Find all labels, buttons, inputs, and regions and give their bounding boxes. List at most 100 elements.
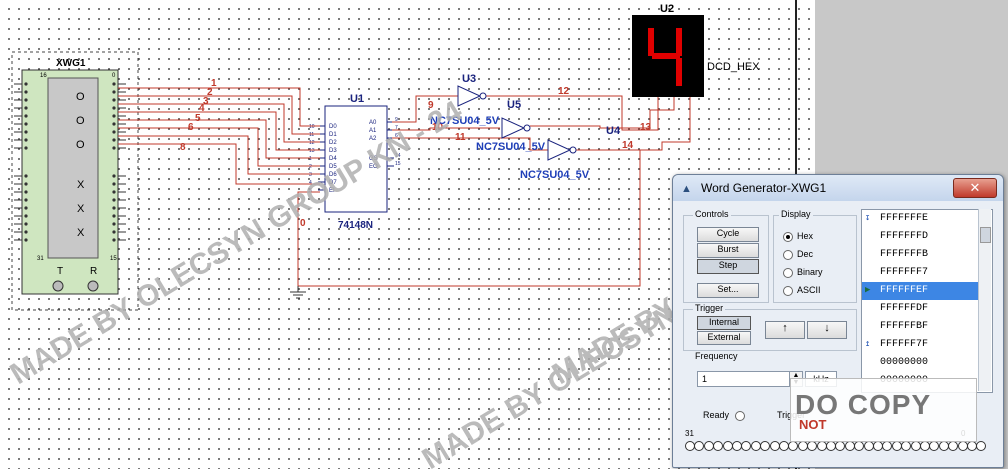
net-label: 10 [432, 122, 444, 133]
u4-part: NC7SU04_5V [520, 169, 590, 181]
xwg1-pin-dot [112, 206, 116, 210]
u1-output-pin-number: 15 [395, 161, 401, 167]
xwg1-pin-dot [24, 82, 28, 86]
word-row[interactable]: 00000000 [862, 354, 978, 372]
u5-inverter[interactable] [501, 117, 526, 139]
bit-indicator [854, 441, 865, 451]
step-button[interactable]: Step [697, 259, 759, 274]
rising-edge-icon[interactable]: ↑ [765, 321, 805, 339]
start-marker-icon: ↧ [865, 213, 871, 223]
net-label: 5 [195, 113, 201, 124]
bit-indicators [685, 441, 991, 455]
xwg1-pin-dot [112, 222, 116, 226]
window-titlebar[interactable]: ▲ Word Generator-XWG1 ✕ [673, 175, 1003, 201]
word-value: FFFFFFFE [880, 213, 929, 224]
xwg1-pin-dot [112, 138, 116, 142]
cycle-button[interactable]: Cycle [697, 227, 759, 242]
xwg1-label: XWG1 [56, 58, 86, 69]
u1-input-pin-number: 11 [309, 132, 314, 138]
word-value: FFFFFFF7 [880, 267, 929, 278]
u1-input-label: D5 [329, 164, 337, 170]
u1-part: 74148N [338, 220, 373, 231]
dec-label: Dec [797, 249, 814, 259]
word-row[interactable]: ▶FFFFFFEF [862, 282, 978, 300]
xwg1-pin-dot [24, 198, 28, 202]
display-label: Display [779, 209, 813, 219]
word-value: 00000000 [880, 357, 929, 368]
u1-input-pin-number: 10 [309, 124, 315, 130]
net-label: 14 [622, 140, 634, 151]
xwg1-trigger-terminal[interactable] [52, 280, 64, 292]
net-label: 2 [207, 87, 213, 98]
word-row[interactable]: ↥FFFFFF7F [862, 336, 978, 354]
u4-inverter[interactable] [547, 139, 572, 161]
xwg1-t-label: T [57, 266, 63, 277]
dec-radio[interactable] [783, 250, 793, 260]
xwg1-x-mark: X [77, 227, 85, 239]
u1-input-label: D1 [329, 132, 337, 138]
xwg1-pin-dot [112, 90, 116, 94]
hex-label: Hex [797, 231, 814, 241]
u1-output-label: A1 [369, 128, 377, 134]
bit-indicator [929, 441, 940, 451]
xwg1-pin-dot [112, 214, 116, 218]
scrollbar-thumb[interactable] [980, 227, 991, 243]
bit-indicator [788, 441, 799, 451]
net-label: 9 [428, 100, 434, 111]
xwg1-pin-dot [112, 190, 116, 194]
u1-input-label: EI [329, 188, 335, 194]
frequency-input[interactable]: 1 [697, 371, 793, 387]
net-label: 4 [199, 103, 205, 114]
u1-input-pin-number: 5 [309, 188, 312, 194]
xwg1-pin-dot [112, 238, 116, 242]
xwg1-o-mark: O [76, 91, 85, 103]
word-row[interactable]: FFFFFFFD [862, 228, 978, 246]
xwg1-pin-dot [24, 106, 28, 110]
net-label: 13 [640, 122, 652, 133]
bit-indicator [976, 441, 987, 451]
binary-radio[interactable] [783, 268, 793, 278]
word-row[interactable]: FFFFFFF7 [862, 264, 978, 282]
window-title: Word Generator-XWG1 [701, 181, 827, 195]
word-row[interactable]: ↧ FFFFFFFE [862, 210, 978, 228]
word-row[interactable]: FFFFFFDF [862, 300, 978, 318]
ready-label: Ready [703, 410, 730, 420]
u3-inverter[interactable] [457, 85, 482, 107]
xwg1-ready-terminal[interactable] [87, 280, 99, 292]
external-trigger-button[interactable]: External [697, 331, 751, 345]
u1-input-label: D2 [329, 140, 337, 146]
xwg1-pin-dot [112, 146, 116, 150]
net-label: 11 [455, 132, 466, 143]
u1-input-label: D4 [329, 156, 337, 162]
current-word-icon: ▶ [865, 285, 871, 295]
xwg1-pin-dot [24, 146, 28, 150]
u1-output-label: A0 [369, 120, 377, 126]
word-list-scrollbar[interactable] [978, 209, 991, 391]
ascii-radio[interactable] [783, 286, 793, 296]
word-row[interactable]: FFFFFFFB [862, 246, 978, 264]
xwg1-pin-dot [24, 114, 28, 118]
xwg1-pin-dot [24, 190, 28, 194]
word-value: FFFFFFFB [880, 249, 929, 260]
bit-label-31: 31 [685, 429, 694, 438]
close-icon[interactable]: ✕ [953, 178, 997, 198]
u4-ref: U4 [606, 125, 621, 137]
u1-input-label: D7 [329, 180, 337, 186]
internal-trigger-button[interactable]: Internal [697, 316, 751, 330]
binary-label: Binary [797, 267, 823, 277]
word-value: FFFFFFFD [880, 231, 929, 242]
set-button[interactable]: Set... [697, 283, 759, 298]
xwg1-pin-0: 0 [112, 73, 116, 79]
xwg1-pin-dot [112, 114, 116, 118]
controls-label: Controls [693, 209, 731, 219]
u3-ref: U3 [462, 73, 476, 85]
burst-button[interactable]: Burst [697, 243, 759, 258]
word-value: FFFFFF7F [880, 339, 929, 350]
falling-edge-icon[interactable]: ↓ [807, 321, 847, 339]
u1-body[interactable] [324, 105, 388, 213]
net-label: 12 [558, 86, 570, 97]
xwg1-pin-dot [112, 182, 116, 186]
hex-radio[interactable] [783, 232, 793, 242]
word-row[interactable]: FFFFFFBF [862, 318, 978, 336]
